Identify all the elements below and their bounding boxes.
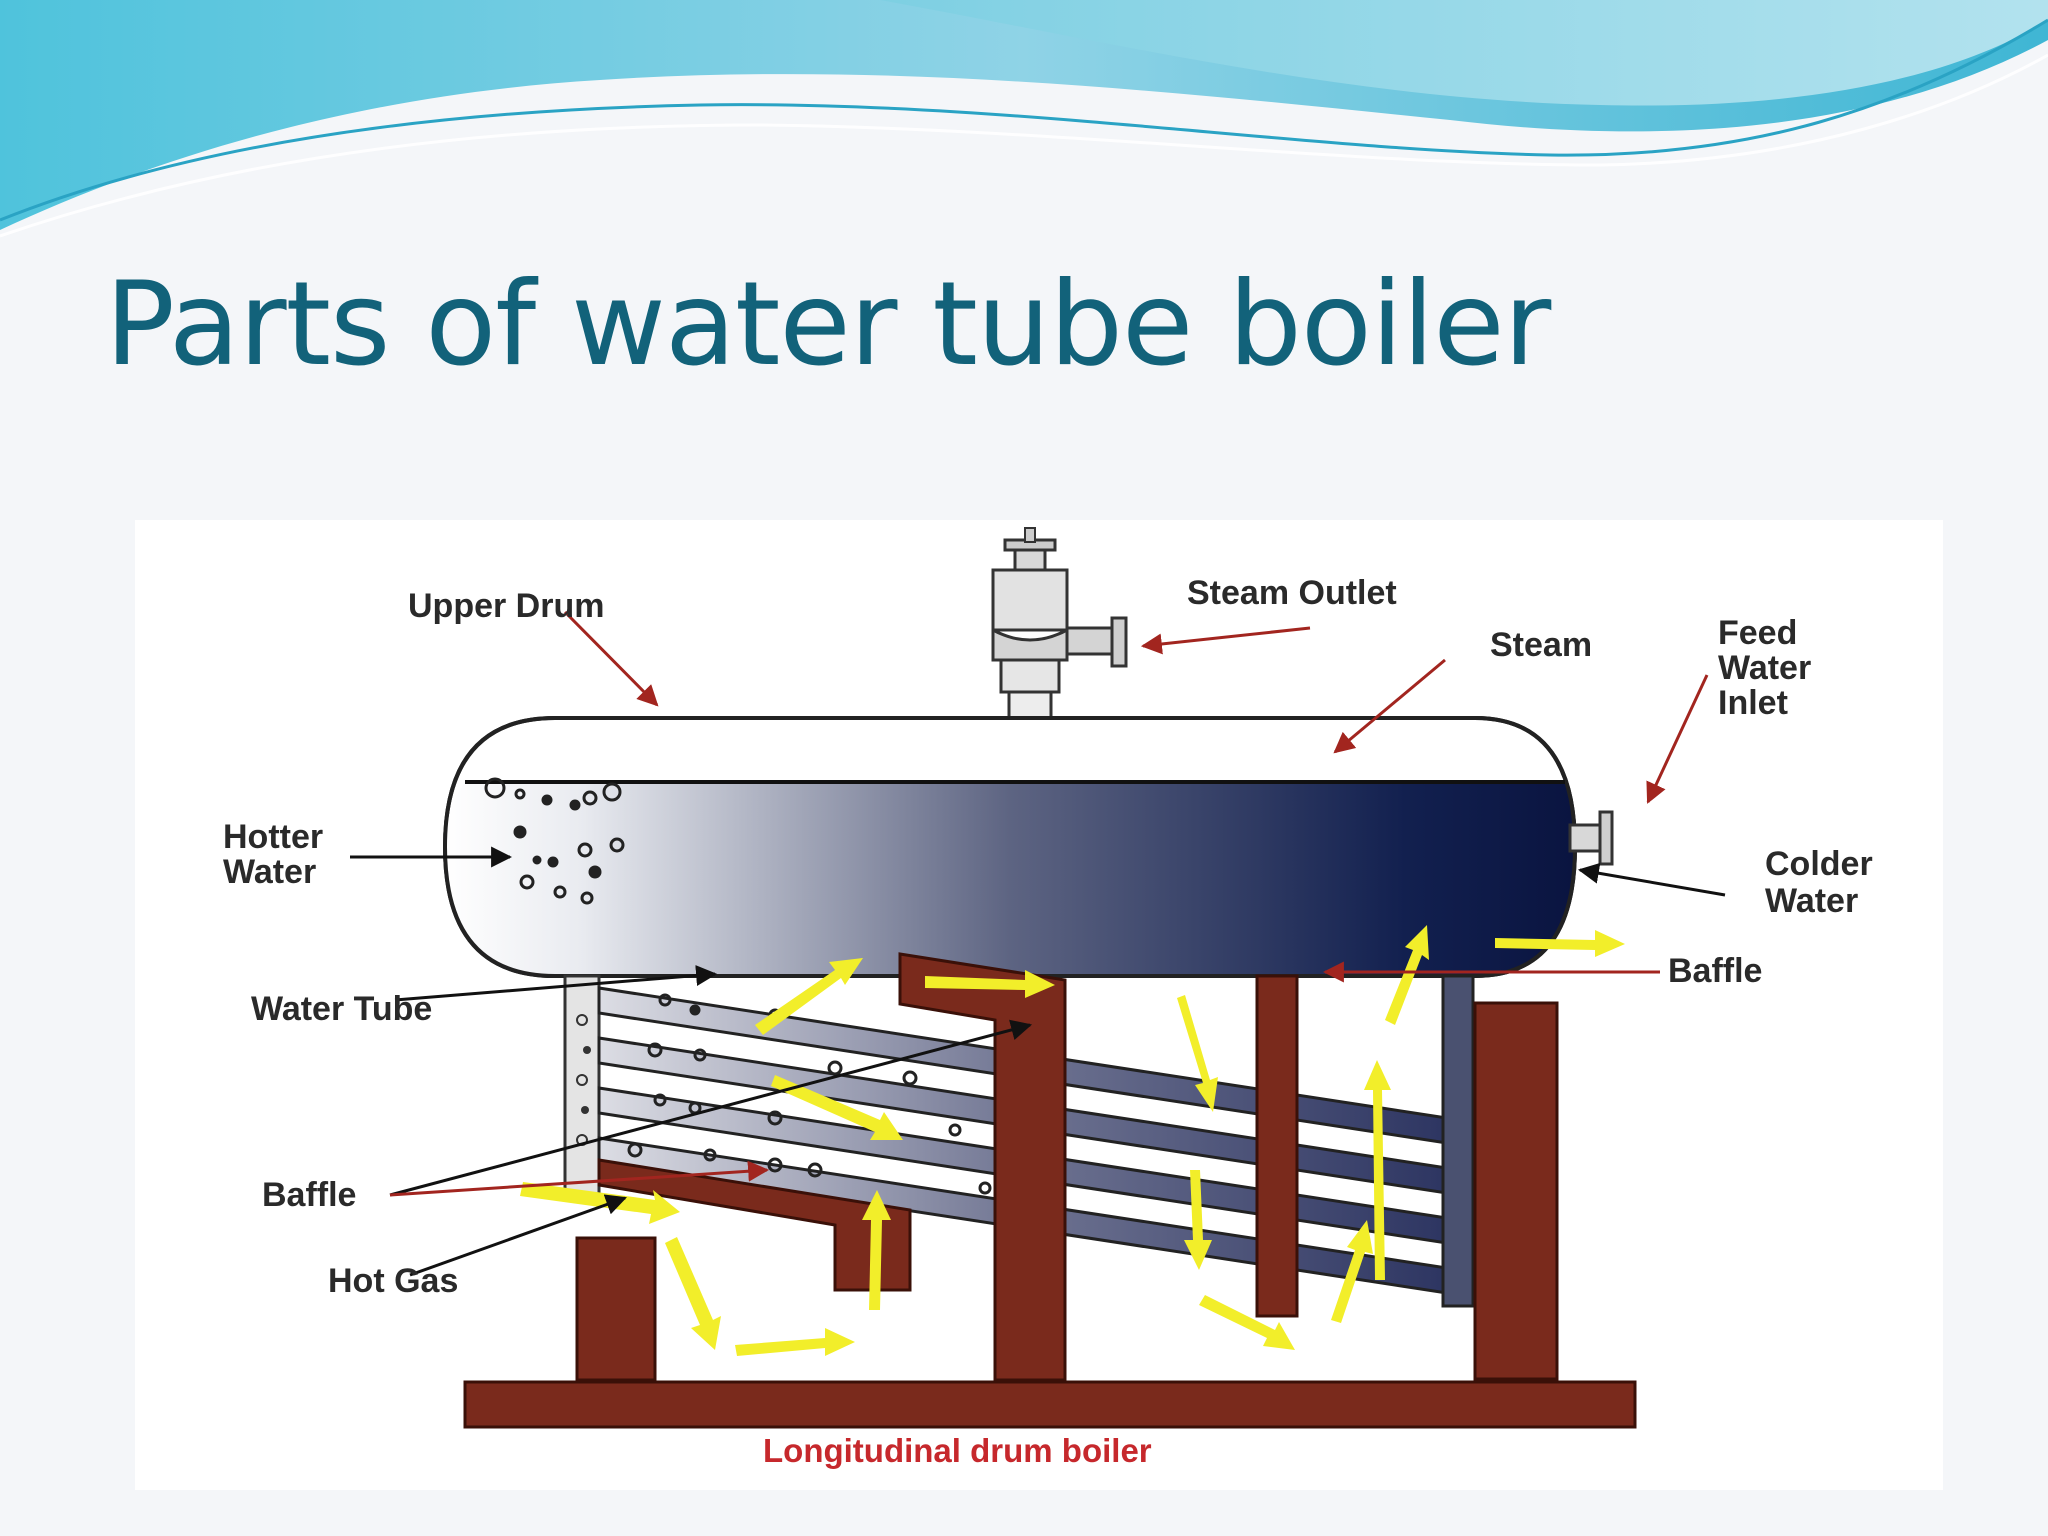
label-feed-water-inlet-line3: Inlet <box>1718 684 1788 722</box>
label-hotter-water-line1: Hotter <box>223 818 323 856</box>
label-hot-gas: Hot Gas <box>328 1262 458 1300</box>
feed-water-inlet-pipe <box>1568 810 1614 866</box>
left-header <box>563 974 601 1198</box>
label-water-tube: Water Tube <box>251 990 432 1028</box>
slide-title: Parts of water tube boiler <box>105 257 1551 392</box>
brick-baffles <box>463 952 1637 1429</box>
right-header <box>1441 974 1475 1308</box>
hot-gas-flow-arrows <box>520 925 1625 1356</box>
label-feed-water-inlet-line1: Feed <box>1718 614 1797 652</box>
upper-drum <box>442 716 1578 978</box>
label-baffle-right: Baffle <box>1668 952 1762 990</box>
leader-lines <box>350 610 1726 1277</box>
label-colder-water-line2: Water <box>1765 882 1858 920</box>
boiler-diagram: Upper Drum Steam Outlet Steam Feed Water… <box>135 520 1943 1490</box>
steam-outlet-valve <box>991 527 1128 722</box>
label-hotter-water-line2: Water <box>223 853 316 891</box>
diagram-caption: Longitudinal drum boiler <box>763 1432 1152 1469</box>
label-colder-water-line1: Colder <box>1765 845 1873 883</box>
label-upper-drum: Upper Drum <box>408 587 604 625</box>
boiler-diagram-svg: Upper Drum Steam Outlet Steam Feed Water… <box>223 527 1873 1469</box>
water-bubbles <box>484 777 625 905</box>
label-steam: Steam <box>1490 626 1592 664</box>
label-baffle-left: Baffle <box>262 1176 356 1214</box>
label-feed-water-inlet-line2: Water <box>1718 649 1811 687</box>
label-steam-outlet: Steam Outlet <box>1187 574 1397 612</box>
header-wave-decoration <box>0 0 2048 238</box>
